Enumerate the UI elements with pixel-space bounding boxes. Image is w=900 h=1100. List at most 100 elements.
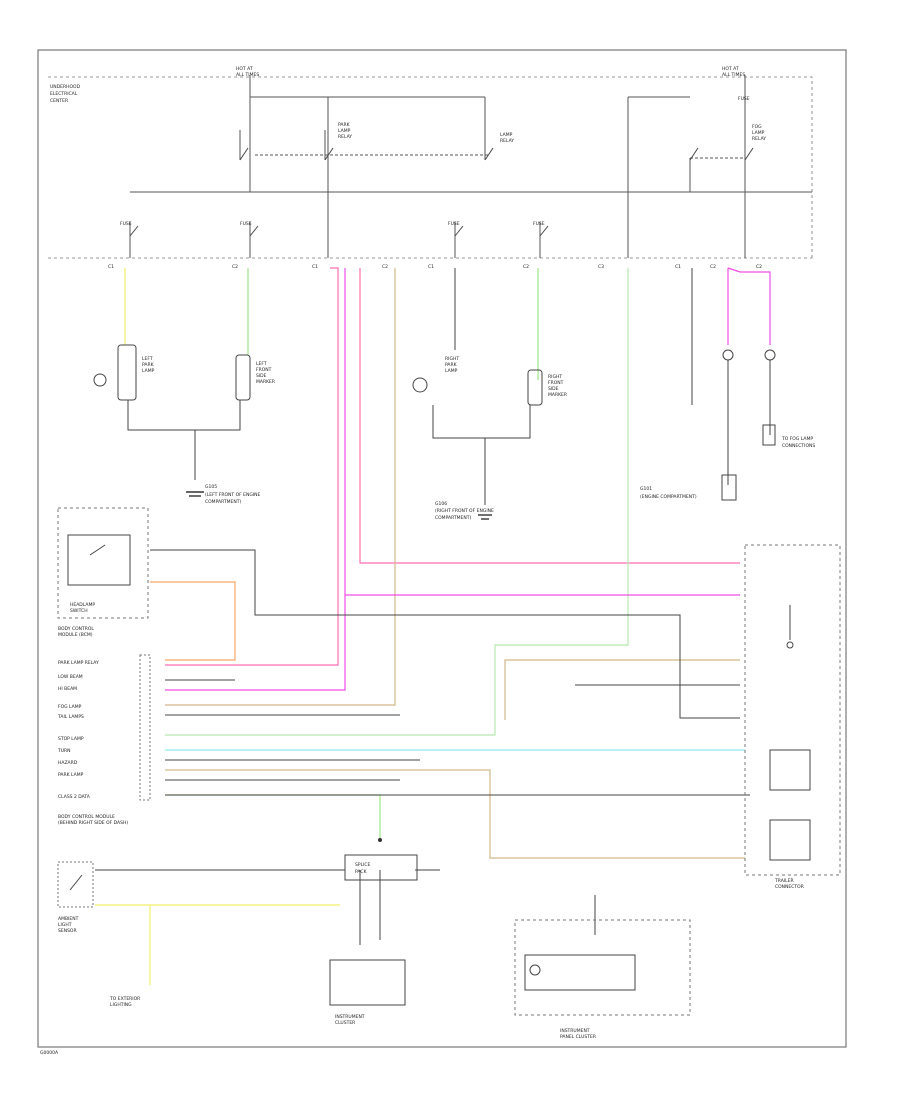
headlamp-switch: HEADLAMP SWITCH — [57, 507, 149, 619]
svg-text:(ENGINE COMPARTMENT): (ENGINE COMPARTMENT) — [640, 494, 697, 500]
svg-text:SWITCH: SWITCH — [70, 608, 88, 614]
svg-text:LEFT: LEFT — [256, 361, 267, 367]
trailer-connector: TRAILER CONNECTOR — [744, 544, 841, 890]
svg-text:(BEHIND RIGHT SIDE OF DASH): (BEHIND RIGHT SIDE OF DASH) — [58, 820, 128, 826]
svg-text:HOT AT: HOT AT — [722, 66, 739, 72]
svg-text:STOP LAMP: STOP LAMP — [58, 736, 84, 742]
svg-text:ALL TIMES: ALL TIMES — [722, 72, 745, 78]
svg-text:LAMP: LAMP — [445, 368, 458, 374]
svg-text:CLUSTER: CLUSTER — [335, 1020, 355, 1026]
fuse-block-label-2: ELECTRICAL — [50, 91, 78, 97]
svg-text:SPLICE: SPLICE — [355, 862, 371, 868]
svg-text:CLASS 2 DATA: CLASS 2 DATA — [58, 794, 91, 800]
svg-text:RIGHT: RIGHT — [548, 374, 562, 380]
lower-connectors: INSTRUMENT CLUSTER INSTRUMENT PANEL CLUS… — [109, 919, 691, 1040]
svg-text:PARK LAMP: PARK LAMP — [58, 772, 84, 778]
diagram-frame — [37, 49, 847, 1048]
fuse-block-label-3: CENTER — [50, 98, 68, 104]
svg-text:PANEL CLUSTER: PANEL CLUSTER — [560, 1034, 596, 1040]
fuse-block-internal-wiring — [129, 75, 812, 258]
footer-code: G0000A — [40, 1050, 59, 1056]
svg-text:ALL TIMES: ALL TIMES — [236, 72, 259, 78]
svg-text:MARKER: MARKER — [256, 379, 275, 385]
svg-text:LIGHTING: LIGHTING — [110, 1002, 132, 1008]
svg-text:G105: G105 — [205, 484, 217, 490]
svg-text:BODY CONTROL: BODY CONTROL — [58, 626, 94, 632]
svg-text:TO FOG LAMP: TO FOG LAMP — [781, 436, 813, 442]
svg-text:FUSE: FUSE — [738, 96, 750, 102]
svg-text:COMPARTMENT): COMPARTMENT) — [435, 515, 471, 521]
svg-text:LAMP: LAMP — [500, 132, 513, 138]
ground-notes: G105 (LEFT FRONT OF ENGINE COMPARTMENT) … — [205, 436, 815, 521]
svg-text:C2: C2 — [523, 264, 529, 270]
svg-text:COMPARTMENT): COMPARTMENT) — [205, 499, 241, 505]
svg-text:C1: C1 — [312, 264, 318, 270]
svg-text:SENSOR: SENSOR — [58, 928, 77, 934]
svg-text:CONNECTOR: CONNECTOR — [775, 884, 804, 890]
svg-text:FUSE: FUSE — [120, 221, 132, 227]
svg-text:FUSE: FUSE — [448, 221, 460, 227]
svg-text:C2: C2 — [382, 264, 388, 270]
svg-text:SIDE: SIDE — [256, 373, 267, 379]
svg-text:LAMP: LAMP — [142, 368, 155, 374]
lower-left-sensor: AMBIENT LIGHT SENSOR — [57, 861, 94, 934]
circuit-wires — [95, 267, 771, 985]
svg-text:C2: C2 — [232, 264, 238, 270]
left-park-lamp: LEFT PARK LAMP — [93, 344, 155, 401]
svg-text:RELAY: RELAY — [500, 138, 514, 144]
svg-text:FRONT: FRONT — [256, 367, 272, 373]
svg-text:RIGHT: RIGHT — [445, 356, 459, 362]
svg-text:MODULE (BCM): MODULE (BCM) — [58, 632, 93, 638]
svg-text:TAIL LAMPS: TAIL LAMPS — [57, 714, 84, 720]
svg-text:G106: G106 — [435, 501, 447, 507]
svg-text:LEFT: LEFT — [142, 356, 153, 362]
dimmer-splice: SPLICE PACK — [344, 838, 418, 881]
fuse-block-text: HOT AT ALL TIMES HOT AT ALL TIMES PARK L… — [108, 66, 766, 270]
svg-text:C3: C3 — [598, 264, 604, 270]
svg-text:PARK: PARK — [142, 362, 155, 368]
body-control-module: BODY CONTROL MODULE (BCM) PARK LAMP RELA… — [57, 626, 151, 826]
svg-text:C2: C2 — [710, 264, 716, 270]
svg-text:RELAY: RELAY — [338, 134, 352, 140]
svg-text:LOW BEAM: LOW BEAM — [58, 674, 83, 680]
svg-text:RELAY: RELAY — [752, 136, 766, 142]
svg-text:C1: C1 — [675, 264, 681, 270]
svg-text:PACK: PACK — [355, 869, 368, 875]
svg-text:TRAILER: TRAILER — [774, 878, 794, 884]
svg-text:HEADLAMP: HEADLAMP — [70, 602, 95, 608]
svg-text:PARK: PARK — [445, 362, 458, 368]
ground-symbols — [186, 491, 492, 520]
svg-text:SIDE: SIDE — [548, 386, 559, 392]
svg-text:CONNECTIONS: CONNECTIONS — [782, 443, 815, 449]
svg-text:G101: G101 — [640, 486, 652, 492]
svg-text:INSTRUMENT: INSTRUMENT — [335, 1014, 365, 1020]
fuse-block-label: UNDERHOOD — [50, 84, 81, 90]
svg-text:HI BEAM: HI BEAM — [58, 686, 77, 692]
svg-text:FOG LAMP: FOG LAMP — [58, 704, 82, 710]
svg-text:C1: C1 — [428, 264, 434, 270]
svg-text:MARKER: MARKER — [548, 392, 567, 398]
svg-text:HOT AT: HOT AT — [236, 66, 253, 72]
svg-text:FRONT: FRONT — [548, 380, 564, 386]
right-park-lamp: RIGHT PARK LAMP — [412, 356, 459, 393]
svg-text:(RIGHT FRONT OF ENGINE: (RIGHT FRONT OF ENGINE — [435, 508, 494, 514]
svg-text:FUSE: FUSE — [533, 221, 545, 227]
left-turn-lamp: LEFT FRONT SIDE MARKER — [235, 354, 275, 401]
svg-text:C1: C1 — [108, 264, 114, 270]
ground-and-signal-wires — [95, 268, 771, 945]
svg-text:INSTRUMENT: INSTRUMENT — [560, 1028, 590, 1034]
svg-text:LIGHT: LIGHT — [58, 922, 72, 928]
fuse-block-outline — [48, 76, 813, 259]
svg-text:PARK: PARK — [338, 122, 351, 128]
svg-text:(LEFT FRONT OF ENGINE: (LEFT FRONT OF ENGINE — [205, 492, 261, 498]
fog-lamps — [721, 349, 776, 501]
svg-text:LAMP: LAMP — [752, 130, 765, 136]
svg-text:LAMP: LAMP — [338, 128, 351, 134]
relay-switch-symbols — [129, 147, 754, 237]
svg-text:HAZARD: HAZARD — [58, 760, 78, 766]
svg-text:TURN: TURN — [57, 748, 71, 754]
svg-text:C2: C2 — [756, 264, 762, 270]
svg-text:PARK LAMP RELAY: PARK LAMP RELAY — [58, 660, 99, 666]
svg-text:FUSE: FUSE — [240, 221, 252, 227]
